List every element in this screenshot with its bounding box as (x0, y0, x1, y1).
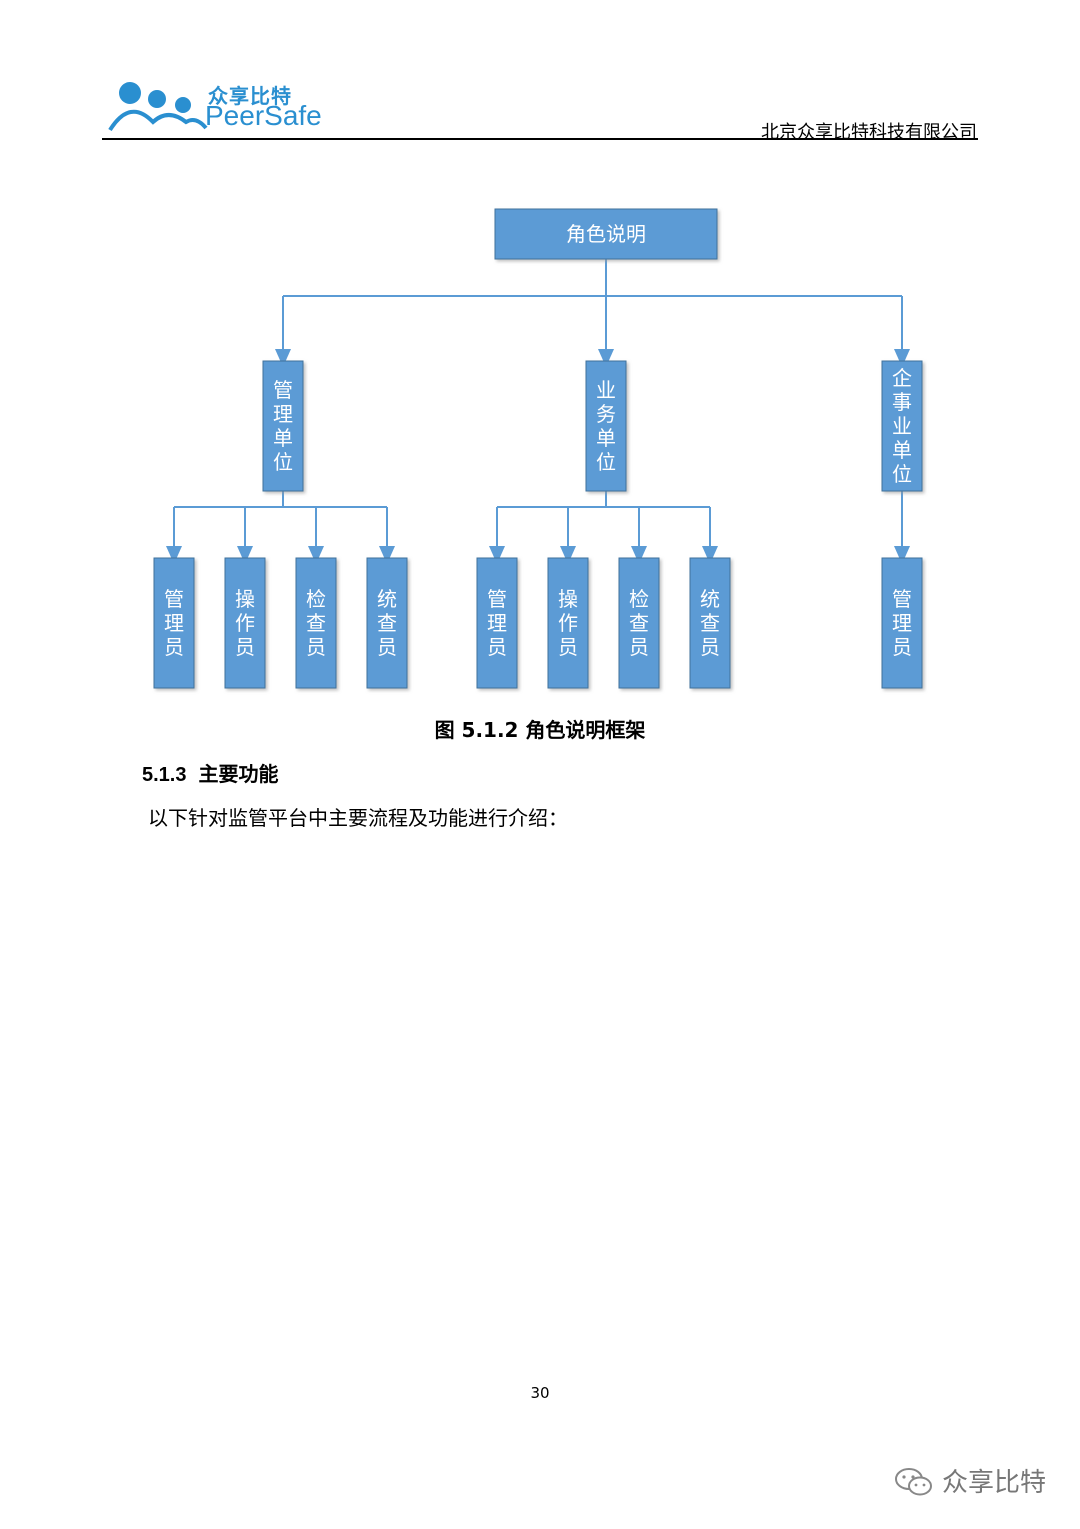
section-number: 5.1.3 (142, 764, 187, 786)
role-box-0-1: 操作员 (224, 557, 266, 689)
role-box-1-3-label: 统查员 (700, 587, 720, 659)
page-number: 30 (530, 1384, 550, 1402)
header-divider (102, 138, 978, 140)
role-box-0-2: 检查员 (295, 557, 337, 689)
unit-box-2-label: 企事业单位 (892, 366, 912, 486)
role-box-1-1: 操作员 (547, 557, 589, 689)
logo-english-text: PeerSafe (205, 100, 322, 131)
logo-chinese-text: 众享比特 (208, 84, 292, 108)
root-box: 角色说明 (494, 208, 718, 260)
role-box-0-1-label: 操作员 (235, 587, 255, 659)
role-box-2-0: 管理员 (881, 557, 923, 689)
role-box-1-0: 管理员 (476, 557, 518, 689)
intro-paragraph: 以下针对监管平台中主要流程及功能进行介绍： (148, 806, 568, 830)
unit-box-1: 业务单位 (585, 360, 627, 492)
role-box-0-0: 管理员 (153, 557, 195, 689)
section-title: 主要功能 (198, 764, 279, 786)
unit-box-0: 管理单位 (262, 360, 304, 492)
role-box-1-1-label: 操作员 (558, 587, 578, 659)
peersafe-logo (108, 82, 208, 132)
company-name: 北京众享比特科技有限公司 (761, 122, 977, 143)
role-box-0-3: 统查员 (366, 557, 408, 689)
role-box-0-3-label: 统查员 (377, 587, 397, 659)
unit-box-0-label: 管理单位 (273, 378, 293, 474)
role-box-2-0-label: 管理员 (892, 587, 912, 659)
root-box-label: 角色说明 (566, 222, 646, 246)
role-box-1-2: 检查员 (618, 557, 660, 689)
role-box-1-3: 统查员 (689, 557, 731, 689)
unit-box-2: 企事业单位 (881, 360, 923, 492)
role-box-0-2-label: 检查员 (306, 587, 326, 659)
section-heading: 5.1.3 主要功能 (142, 758, 278, 787)
wechat-icon (895, 1468, 932, 1496)
figure-caption: 图 5.1.2 角色说明框架 (434, 718, 646, 742)
watermark-text: 众享比特 (941, 1468, 1046, 1498)
role-box-1-2-label: 检查员 (629, 587, 649, 659)
role-box-0-0-label: 管理员 (164, 587, 184, 659)
unit-box-1-label: 业务单位 (596, 378, 616, 474)
role-box-1-0-label: 管理员 (487, 587, 507, 659)
